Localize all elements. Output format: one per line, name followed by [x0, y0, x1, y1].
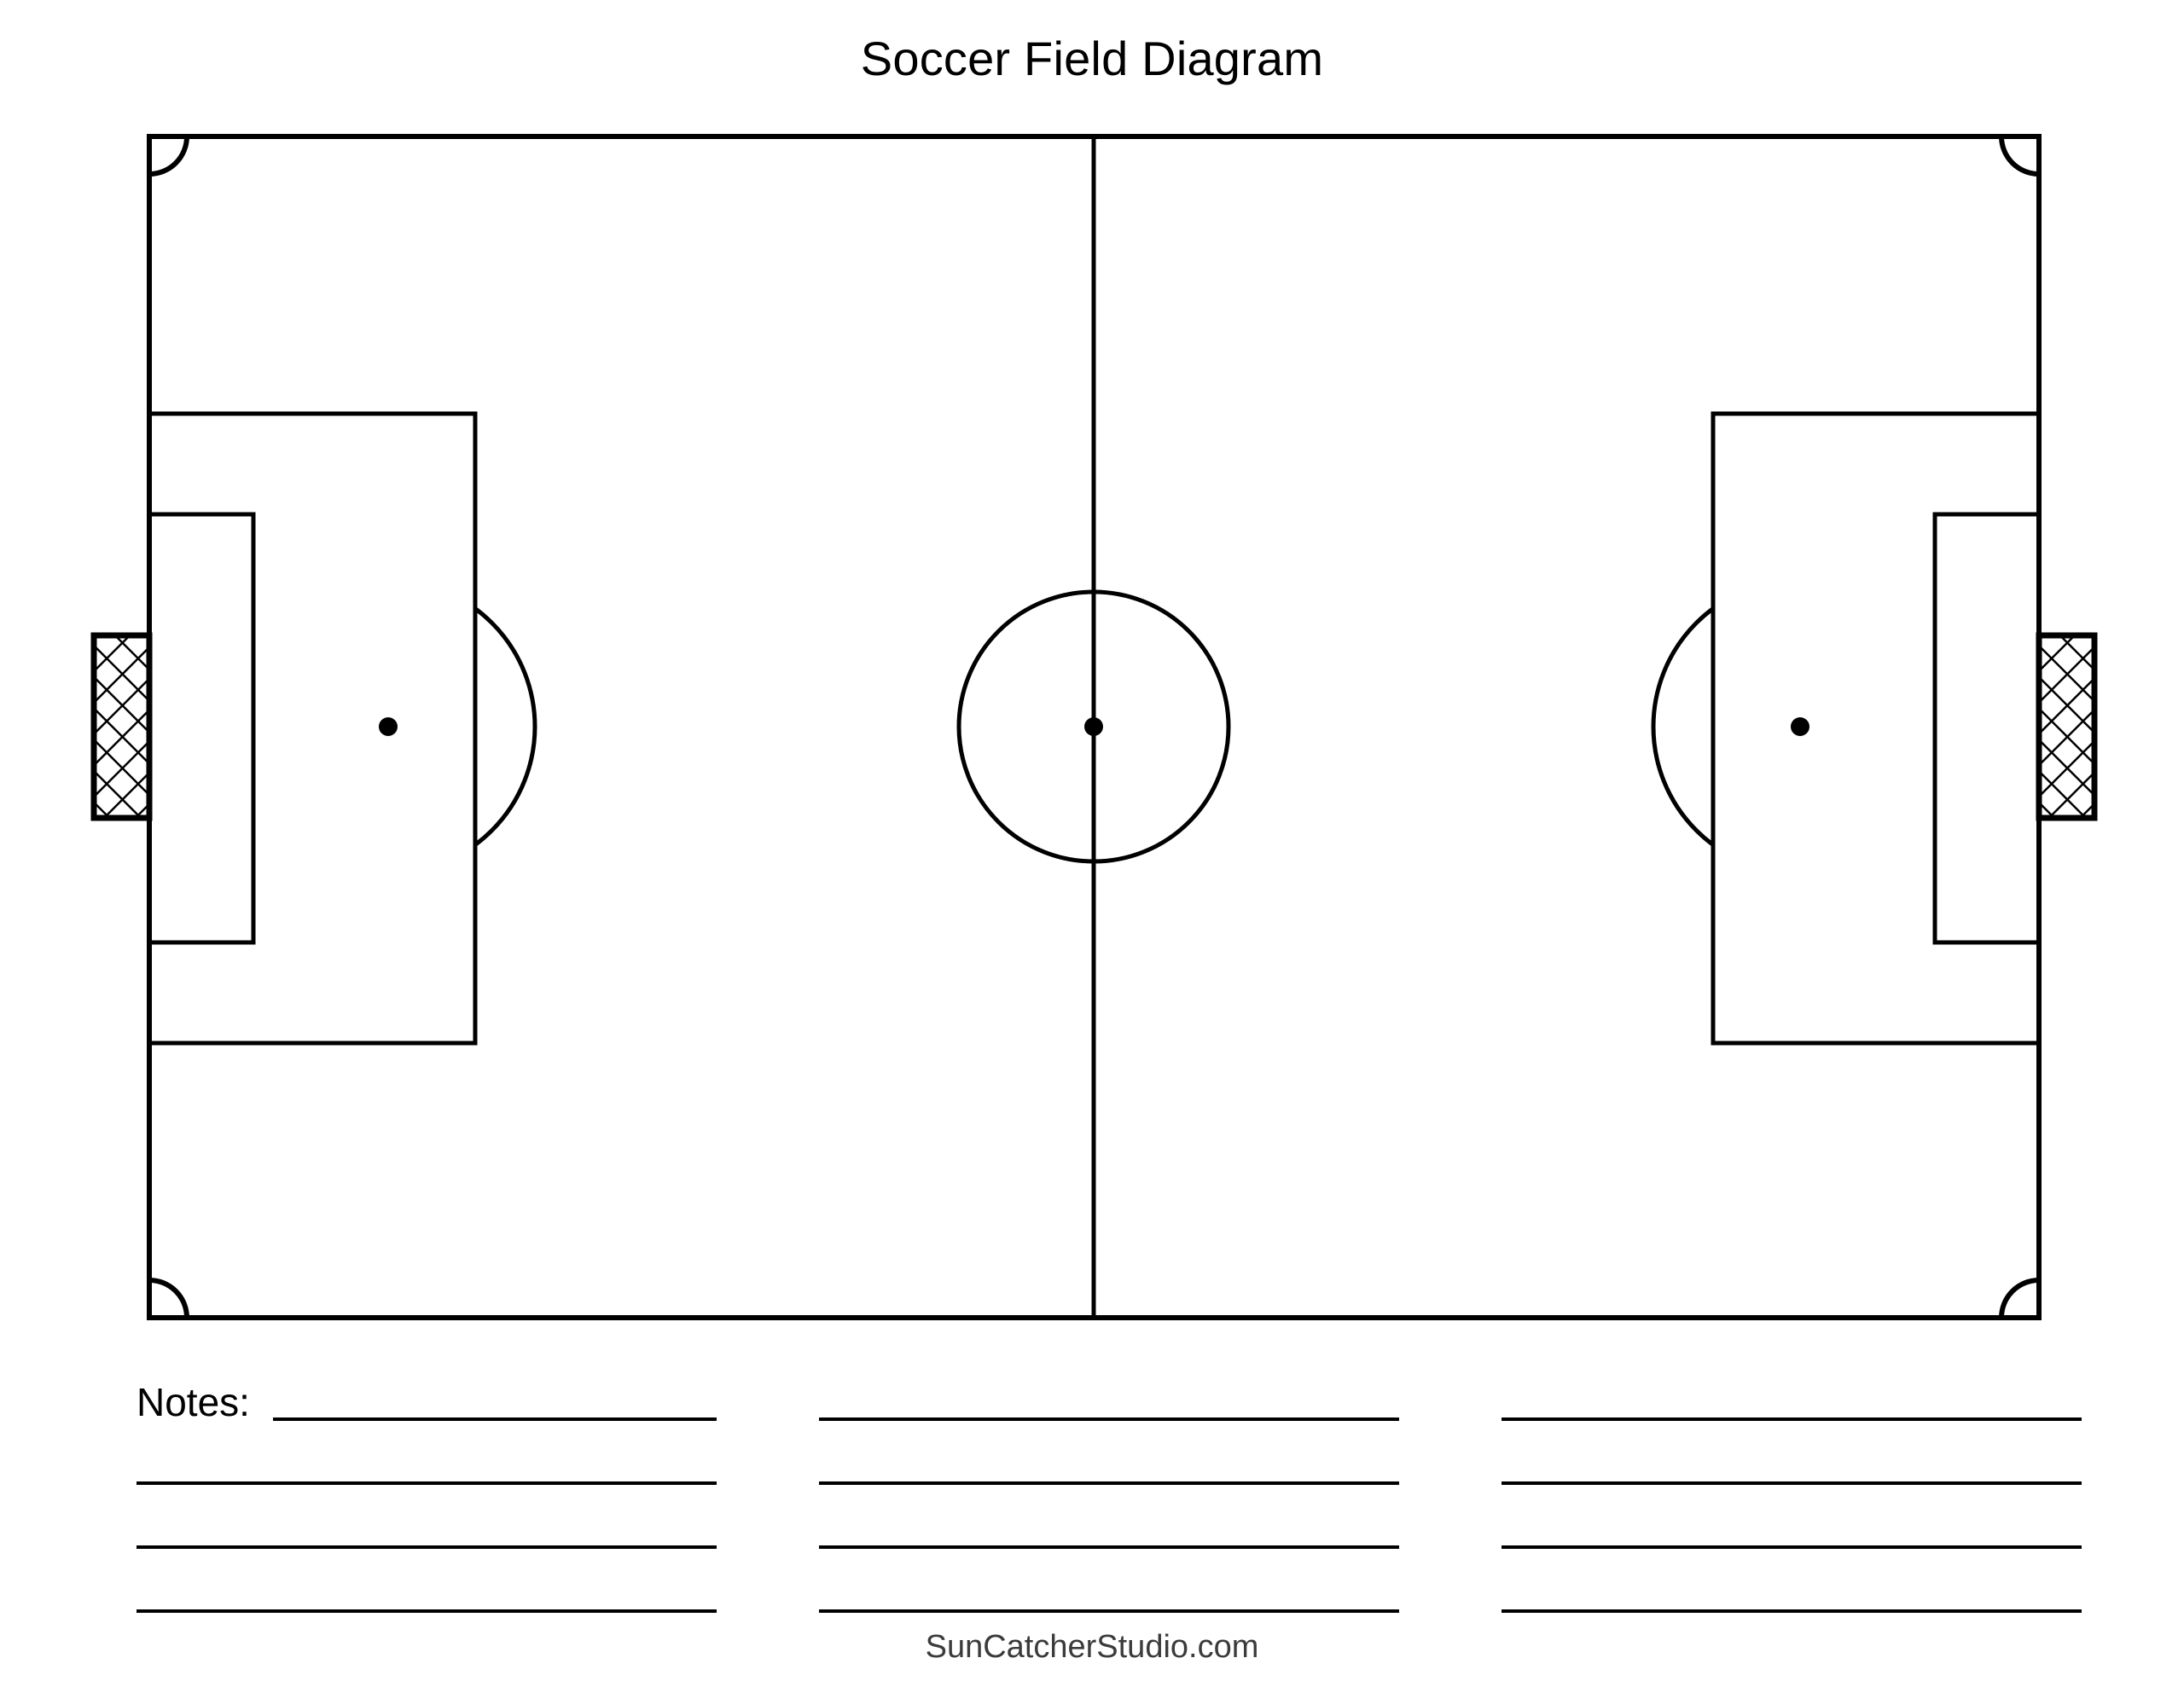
- note-line[interactable]: [819, 1609, 1399, 1613]
- note-line[interactable]: [1502, 1481, 2082, 1485]
- right-penalty-arc: [1651, 606, 1713, 848]
- left-goal-net: [90, 632, 153, 821]
- note-line[interactable]: [136, 1545, 717, 1549]
- center-spot: [1084, 717, 1103, 736]
- soccer-field-diagram: [60, 77, 2133, 1356]
- corner-arc-top-right-icon: [1999, 136, 2039, 177]
- right-penalty-area: [1711, 411, 2039, 1046]
- note-line[interactable]: [136, 1609, 717, 1613]
- field-svg: [90, 134, 2098, 1320]
- right-goal-net: [2036, 632, 2098, 821]
- center-circle: [956, 589, 1231, 864]
- site-footer: SunCatcherStudio.com: [925, 1629, 1259, 1665]
- corner-arc-top-left-icon: [149, 136, 189, 177]
- left-penalty-spot: [379, 717, 398, 736]
- notes-label: Notes:: [136, 1380, 250, 1424]
- right-goal-area: [1932, 512, 2039, 945]
- note-line[interactable]: [273, 1417, 717, 1421]
- note-line[interactable]: [1502, 1417, 2082, 1421]
- left-penalty-area: [149, 411, 478, 1046]
- corner-arc-bottom-right-icon: [1999, 1278, 2039, 1318]
- left-penalty-arc: [475, 606, 537, 848]
- note-line[interactable]: [1502, 1609, 2082, 1613]
- note-line[interactable]: [136, 1481, 717, 1485]
- right-penalty-spot: [1791, 717, 1809, 736]
- notes-section: Notes:: [0, 1380, 2184, 1613]
- page-title: Soccer Field Diagram: [860, 32, 1324, 85]
- left-goal-area: [149, 512, 256, 945]
- note-line[interactable]: [819, 1481, 1399, 1485]
- note-line[interactable]: [819, 1545, 1399, 1549]
- note-line[interactable]: [819, 1417, 1399, 1421]
- note-line[interactable]: [1502, 1545, 2082, 1549]
- corner-arc-bottom-left-icon: [149, 1278, 189, 1318]
